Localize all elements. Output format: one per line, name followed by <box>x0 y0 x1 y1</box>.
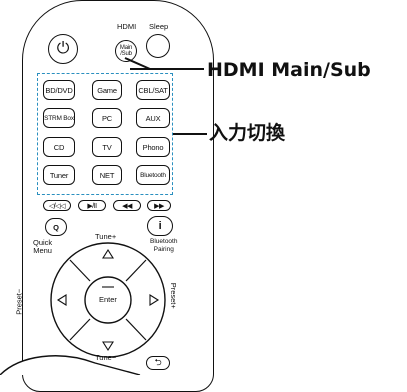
input-selector-group <box>37 73 173 195</box>
hand-outline <box>0 355 141 375</box>
input-button-aux[interactable]: AUX <box>136 108 170 128</box>
preset-minus-label: Preset− <box>14 288 24 315</box>
input-button-bd-dvd[interactable]: BD/DVD <box>43 80 75 100</box>
input-button-phono[interactable]: Phono <box>136 137 170 157</box>
hdmi-callout-leader <box>130 68 204 70</box>
i-label: i <box>158 220 162 232</box>
input-button-tuner[interactable]: Tuner <box>43 165 75 185</box>
q-label: Q <box>53 222 59 232</box>
quick-menu-button[interactable]: Q <box>45 218 67 236</box>
tune-minus-label: Tune− <box>95 353 117 362</box>
remote-illustration: ⏻ HDMI Main /Sub Sleep HDMI Main/Sub BD/… <box>0 0 371 392</box>
main-sub-line2: /Sub <box>120 51 132 57</box>
input-button-strm-box[interactable]: STRM Box <box>43 108 75 128</box>
input-callout-leader <box>173 133 207 135</box>
input-button-game[interactable]: Game <box>92 80 122 100</box>
hdmi-main-sub-button[interactable]: Main /Sub <box>115 40 137 62</box>
transport-prev-button[interactable]: ◁/◁◁ <box>43 200 71 211</box>
hdmi-callout-line <box>124 57 151 70</box>
preset-plus-label: Preset+ <box>168 282 178 309</box>
transport-rewind-button[interactable]: ◀◀ <box>113 200 141 211</box>
return-button[interactable]: ⮌ <box>146 356 170 370</box>
transport-play-pause-button[interactable]: ▶/II <box>78 200 106 211</box>
sleep-button[interactable] <box>146 34 170 58</box>
input-button-cd[interactable]: CD <box>43 137 75 157</box>
transport-forward-button[interactable]: ▶▶ <box>147 200 171 211</box>
input-button-cbl-sat[interactable]: CBL/SAT <box>136 80 170 100</box>
info-button[interactable]: i <box>147 216 173 236</box>
enter-button[interactable]: Enter <box>99 295 117 304</box>
tune-plus-label: Tune+ <box>95 232 117 241</box>
callout-input-switch: 入力切換 <box>209 122 286 144</box>
left-arrow-icon <box>56 294 67 306</box>
input-button-pc[interactable]: PC <box>92 108 122 128</box>
up-arrow-icon <box>102 248 114 259</box>
main-sub-line1: Main <box>119 44 133 51</box>
power-button[interactable]: ⏻ <box>48 34 78 64</box>
right-arrow-icon <box>149 294 160 306</box>
input-button-bluetooth[interactable]: Bluetooth <box>136 165 170 185</box>
sleep-label: Sleep <box>149 22 169 31</box>
hdmi-label: HDMI <box>117 22 137 31</box>
power-icon: ⏻ <box>56 40 70 57</box>
input-button-tv[interactable]: TV <box>92 137 122 157</box>
navigation-pad <box>50 242 166 358</box>
callout-hdmi-main-sub: HDMI Main/Sub <box>207 59 371 81</box>
input-button-net[interactable]: NET <box>92 165 122 185</box>
down-arrow-icon <box>102 341 114 352</box>
